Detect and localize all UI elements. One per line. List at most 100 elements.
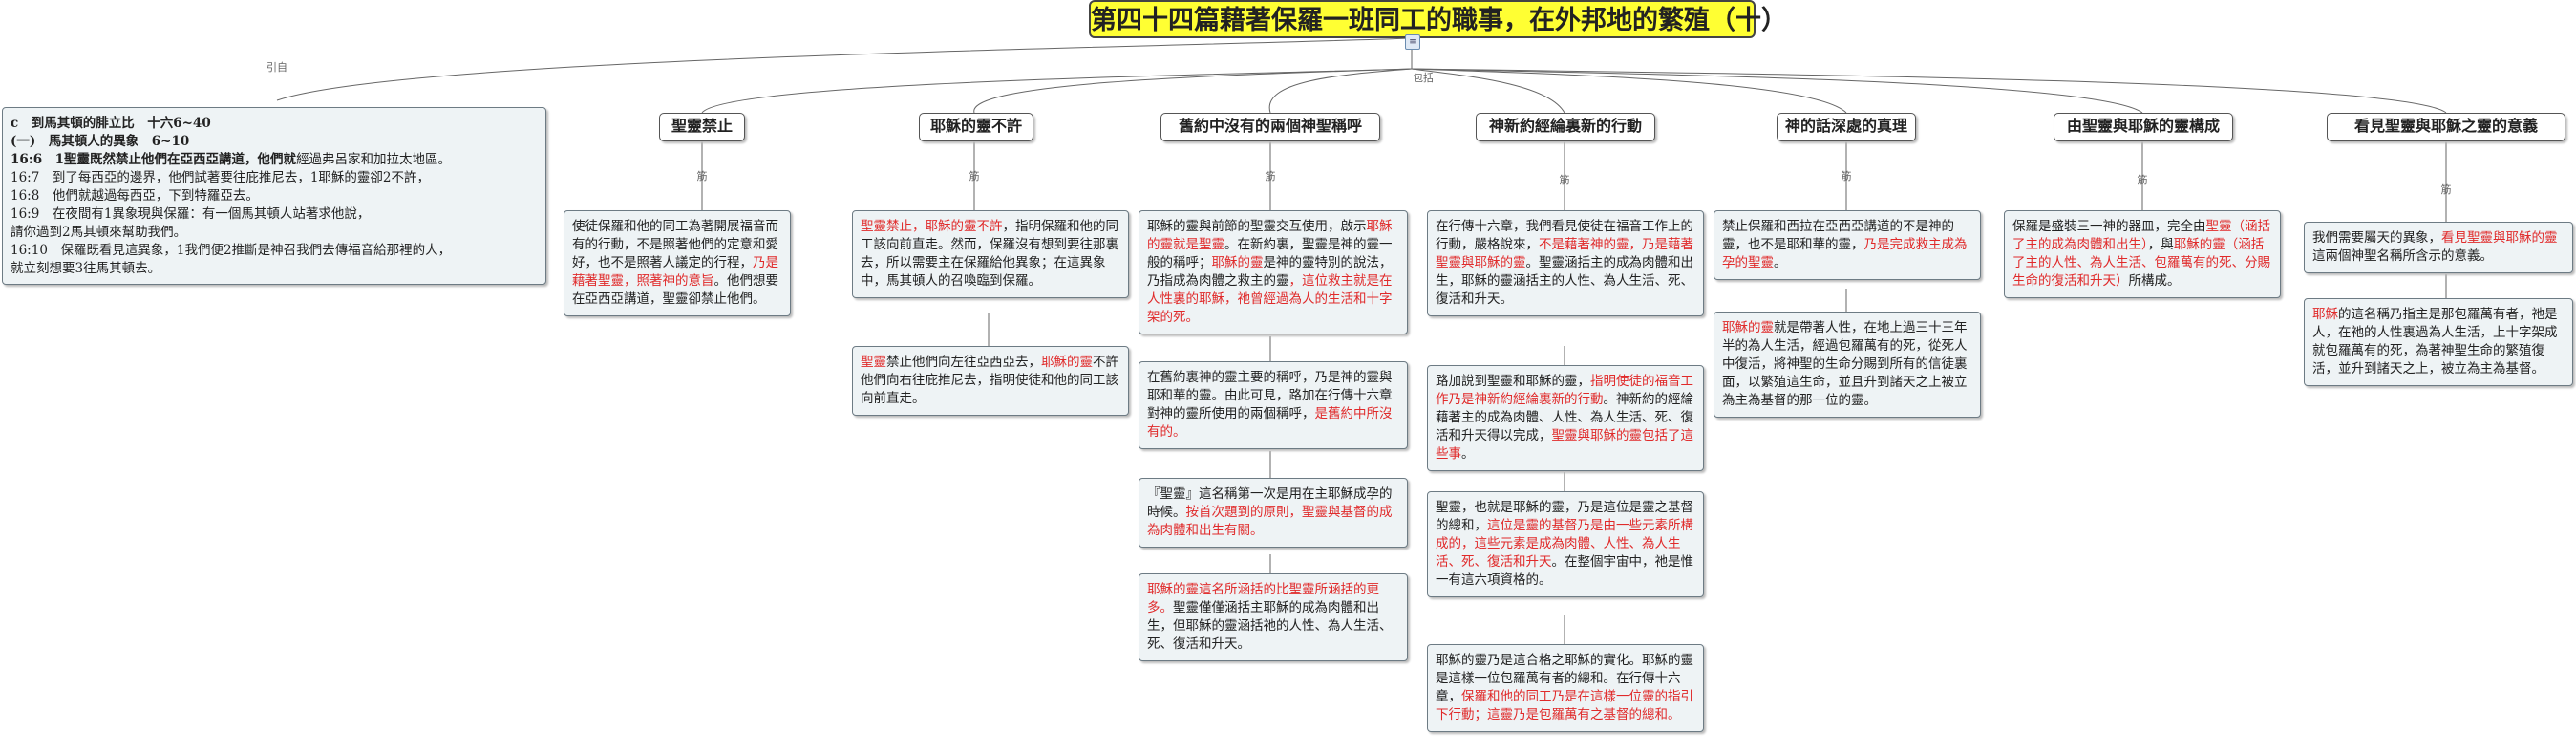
topic-new-move[interactable]: 神新約經綸裏新的行動	[1476, 113, 1655, 141]
central-topic-title[interactable]: 第四十四篇藉著保羅一班同工的職事，在外邦地的繁殖（十）	[1089, 0, 1787, 38]
note-text-highlight: ，這位救主就是在人性裏的耶穌，祂曾經過為人的生活和十字架的死。	[1147, 273, 1393, 325]
note-text: 聖靈禁止，耶穌的靈不許，指明保羅和他的同工該向前直走。然而，保羅沒有想到要往那裏…	[861, 218, 1120, 291]
note-text-segment: 。在整個宇宙中，祂是惟一有這六項資格的。	[1436, 554, 1693, 588]
edge-topic-6	[1411, 68, 2143, 114]
note-text: 耶穌的靈乃是這合格之耶穌的實化。耶穌的靈是這樣一位包羅萬有者的總和。在行傳十六章…	[1436, 652, 1695, 724]
note-text-segment: 不許他們向右往庇推尼去，指明使徒和他的同工該向前直走。	[861, 355, 1118, 406]
note-box[interactable]: 路加說到聖靈和耶穌的靈，指明使徒的福音工作乃是神新約經綸裏新的行動。神新約的經綸…	[1427, 365, 1704, 471]
note-text-segment: 禁止保羅和西拉在亞西亞講道的不是神的靈，也不是耶和華的靈，	[1722, 219, 1954, 252]
topic-constituted[interactable]: 由聖靈與耶穌的靈構成	[2054, 113, 2233, 141]
scripture-line: (一) 馬其頓人的異象 6~10	[11, 133, 538, 151]
scripture-line: 16:7 到了每西亞的邊界，他們試著要往庇推尼去，1耶穌的靈卻2不許，	[11, 169, 538, 187]
note-box[interactable]: 在行傳十六章，我們看見使徒在福音工作上的行動，嚴格說來，不是藉著神的靈，乃是藉著…	[1427, 210, 1704, 316]
note-box[interactable]: 在舊約裏神的靈主要的稱呼，乃是神的靈與耶和華的靈。由此可見，路加在行傳十六章對神…	[1139, 361, 1408, 449]
note-text-highlight: 乃是完成救主成為孕的聖靈	[1722, 237, 1968, 270]
scripture-line-text: 16:7 到了每西亞的邊界，他們試著要往庇推尼去，1耶穌的靈卻2不許，	[11, 170, 430, 185]
note-box[interactable]: 耶穌的靈乃是這合格之耶穌的實化。耶穌的靈是這樣一位包羅萬有者的總和。在行傳十六章…	[1427, 644, 1704, 732]
note-text-segment: ，與	[2147, 237, 2174, 252]
note-text: 耶穌的靈與前節的聖靈交互使用，啟示耶穌的靈就是聖靈。在新約裏，聖靈是神的靈一般的…	[1147, 218, 1399, 327]
edge-topic-2	[973, 68, 1413, 114]
note-text-segment: 在行傳十六章，我們看見使徒在福音工作上的行動，嚴格說來，	[1436, 219, 1693, 252]
edge-topic-5	[1411, 68, 1847, 114]
edge-root-left	[276, 37, 1413, 101]
note-box[interactable]: 聖靈禁止他們向左往亞西亞去，耶穌的靈不許他們向右往庇推尼去，指明使徒和他的同工該…	[852, 346, 1129, 416]
note-text-highlight: 耶穌的靈	[1041, 355, 1093, 370]
note-text-segment: 在舊約裏神的靈主要的稱呼，乃是神的靈與耶和華的靈。由此可見，路加在行傳十六章對神…	[1147, 370, 1393, 421]
scripture-line-text: 請你過到2馬其頓來幫助我們。	[11, 225, 187, 240]
note-text-segment: 的這名稱乃指主是那包羅萬有者，祂是人，在祂的人性裏過為人生活，上十字架成就包羅萬…	[2312, 307, 2558, 377]
note-text-segment: 使徒保羅和他的同工為著開展福音而有的行動，不是照著他們的定意和愛好，也不是照著人…	[572, 219, 778, 270]
note-text: 聖靈禁止他們向左往亞西亞去，耶穌的靈不許他們向右往庇推尼去，指明使徒和他的同工該…	[861, 354, 1120, 408]
note-text-highlight: 不是藉著神的靈，乃是藉著聖靈與耶穌的靈	[1436, 237, 1693, 270]
note-text-segment: 。他們想要在亞西亞講道，聖靈卻禁止他們。	[572, 273, 778, 307]
scripture-line-text: 16:8 他們就越過每西亞，下到特羅亞去。	[11, 188, 259, 204]
note-text-segment: 這兩個神聖名稱所含示的意義。	[2312, 248, 2493, 264]
note-box[interactable]: 耶穌的靈就是帶著人性，在地上過三十三年半的為人生活，經過包羅萬有的死，從死人中復…	[1714, 312, 1981, 418]
scripture-line: 就立刻想要3往馬其頓去。	[11, 260, 538, 278]
note-text-segment: 路加說到聖靈和耶穌的靈，	[1436, 374, 1590, 389]
note-text-segment: 所構成。	[2128, 273, 2181, 289]
note-text-highlight: 這位是靈的基督乃是由一些元素所構成的，這些元素是成為肉體、人性、為人生活、死、復…	[1436, 518, 1693, 570]
edge-label-include: 包括	[1413, 72, 1434, 84]
note-box[interactable]: 耶穌的靈這名所涵括的比聖靈所涵括的更多。聖靈僅僅涵括主耶穌的成為肉體和出生，但耶…	[1139, 573, 1408, 661]
edge-label-note-7: 筋	[2440, 183, 2452, 196]
note-text: 禁止保羅和西拉在亞西亞講道的不是神的靈，也不是耶和華的靈，乃是完成救主成為孕的聖…	[1722, 218, 1972, 272]
note-text: 在舊約裏神的靈主要的稱呼，乃是神的靈與耶和華的靈。由此可見，路加在行傳十六章對神…	[1147, 369, 1399, 442]
note-text: 保羅是盛裝三一神的器皿，完全由聖靈（涵括了主的成為肉體和出生），與耶穌的靈（涵括…	[2012, 218, 2272, 291]
note-text-highlight: 按首次題到的原則，聖靈與基督的成為肉體和出生有關。	[1147, 505, 1393, 538]
note-box[interactable]: 我們需要屬天的異象，看見聖靈與耶穌的靈這兩個神聖名稱所含示的意義。	[2304, 222, 2573, 273]
note-text-segment: ，指明保羅和他的同工該向前直走。然而，保羅沒有想到要往那裏去，所以需要主在保羅給…	[861, 219, 1118, 289]
note-text-highlight: 耶穌的靈	[1722, 320, 1774, 335]
scripture-line-text: 16:9 在夜間有1異象現與保羅：有一個馬其頓人站著求他說，	[11, 206, 371, 222]
note-box[interactable]: 耶穌的靈與前節的聖靈交互使用，啟示耶穌的靈就是聖靈。在新約裏，聖靈是神的靈一般的…	[1139, 210, 1408, 334]
topic-two-divine-titles[interactable]: 舊約中沒有的兩個神聖稱呼	[1160, 113, 1380, 141]
edge-label-note-2: 筋	[969, 170, 980, 183]
note-box[interactable]: 聖靈禁止，耶穌的靈不許，指明保羅和他的同工該向前直走。然而，保羅沒有想到要往那裏…	[852, 210, 1129, 298]
note-text-segment: 耶穌的靈乃是這合格之耶穌的實化。耶穌的靈是這樣一位包羅萬有者的總和。在行傳十六章…	[1436, 653, 1693, 704]
note-text-highlight: 耶穌的靈	[1211, 255, 1264, 270]
note-box[interactable]: 使徒保羅和他的同工為著開展福音而有的行動，不是照著他們的定意和愛好，也不是照著人…	[564, 210, 791, 316]
scripture-line: 請你過到2馬其頓來幫助我們。	[11, 224, 538, 242]
note-text-highlight: 保羅和他的同工乃是在這樣一位靈的指引下行動；這靈乃是包羅萬有之基督的總和。	[1436, 689, 1693, 723]
note-box[interactable]: 耶穌的這名稱乃指主是那包羅萬有者，祂是人，在祂的人性裏過為人生活，上十字架成就包…	[2304, 298, 2573, 386]
note-box[interactable]: 保羅是盛裝三一神的器皿，完全由聖靈（涵括了主的成為肉體和出生），與耶穌的靈（涵括…	[2004, 210, 2281, 298]
edge-label-note-1: 筋	[696, 170, 708, 183]
note-text-highlight: 耶穌的靈（涵括了主的人性、為人生活、包羅萬有的死、分賜生命的復活和升天）	[2012, 237, 2270, 289]
note-text: 耶穌的靈這名所涵括的比聖靈所涵括的更多。聖靈僅僅涵括主耶穌的成為肉體和出生，但耶…	[1147, 581, 1399, 654]
note-text-highlight: 耶穌	[2312, 307, 2338, 322]
edge-topic-4	[1411, 68, 1565, 114]
note-text-highlight: 是舊約中所沒有的。	[1147, 406, 1393, 440]
note-box[interactable]: 『聖靈』這名稱第一次是用在主耶穌成孕的時候。按首次題到的原則，聖靈與基督的成為肉…	[1139, 478, 1408, 548]
scripture-line: 16:8 他們就越過每西亞，下到特羅亞去。	[11, 187, 538, 205]
topic-holy-spirit-forbade[interactable]: 聖靈禁止	[659, 113, 745, 141]
note-text-segment: 。聖靈涵括主的成為肉體和出生，耶穌的靈涵括主的人性、為人生活、死、復活和升天。	[1436, 255, 1693, 307]
note-text-segment: 是神的靈特別的說法，乃指成為肉體之救主的靈	[1147, 255, 1393, 289]
note-icon[interactable]: ≡	[1405, 34, 1420, 50]
scripture-line: c 到馬其頓的腓立比 十六6~40	[11, 115, 538, 133]
topic-deep-truth[interactable]: 神的話深處的真理	[1777, 113, 1916, 141]
topic-significance[interactable]: 看見聖靈與耶穌之靈的意義	[2327, 113, 2565, 141]
note-text-highlight: 耶穌的靈就是聖靈	[1147, 219, 1393, 252]
note-text-segment: 聖靈僅僅涵括主耶穌的成為肉體和出生，但耶穌的靈涵括祂的人性、為人生活、死、復活和…	[1147, 600, 1393, 652]
note-text-highlight: 聖靈禁止，耶穌的靈不許	[861, 219, 1003, 234]
topic-spirit-of-jesus-not-allow[interactable]: 耶穌的靈不許	[919, 113, 1033, 141]
note-box[interactable]: 聖靈，也就是耶穌的靈，乃是這位是靈之基督的總和，這位是靈的基督乃是由一些元素所構…	[1427, 491, 1704, 597]
note-text-highlight: 聖靈與耶穌的靈包括了這些事	[1436, 428, 1693, 462]
note-text-segment: 『聖靈』這名稱第一次是用在主耶穌成孕的時候。	[1147, 486, 1393, 520]
edge-label-cite: 引自	[266, 61, 287, 74]
scripture-line-text: (一) 馬其頓人的異象 6~10	[11, 134, 190, 149]
note-text-segment: 禁止他們向左往亞西亞去，	[886, 355, 1041, 370]
note-box[interactable]: 禁止保羅和西拉在亞西亞講道的不是神的靈，也不是耶和華的靈，乃是完成救主成為孕的聖…	[1714, 210, 1981, 280]
note-text: 我們需要屬天的異象，看見聖靈與耶穌的靈這兩個神聖名稱所含示的意義。	[2312, 229, 2565, 266]
scripture-line-text: 就立刻想要3往馬其頓去。	[11, 261, 161, 276]
note-text: 耶穌的靈就是帶著人性，在地上過三十三年半的為人生活，經過包羅萬有的死，從死人中復…	[1722, 319, 1972, 410]
note-text: 路加說到聖靈和耶穌的靈，指明使徒的福音工作乃是神新約經綸裏新的行動。神新約的經綸…	[1436, 373, 1695, 464]
scripture-line-rest: 經過弗呂家和加拉太地區。	[296, 152, 452, 167]
note-text-segment: 。	[1461, 446, 1475, 462]
note-text-segment: 聖靈，也就是耶穌的靈，乃是這位是靈之基督的總和，	[1436, 500, 1693, 533]
note-text-highlight: 聖靈（涵括了主的成為肉體和出生）	[2012, 219, 2270, 252]
note-text-highlight: 看見聖靈與耶穌的靈	[2441, 230, 2558, 246]
note-text-highlight: 聖靈	[861, 355, 886, 370]
